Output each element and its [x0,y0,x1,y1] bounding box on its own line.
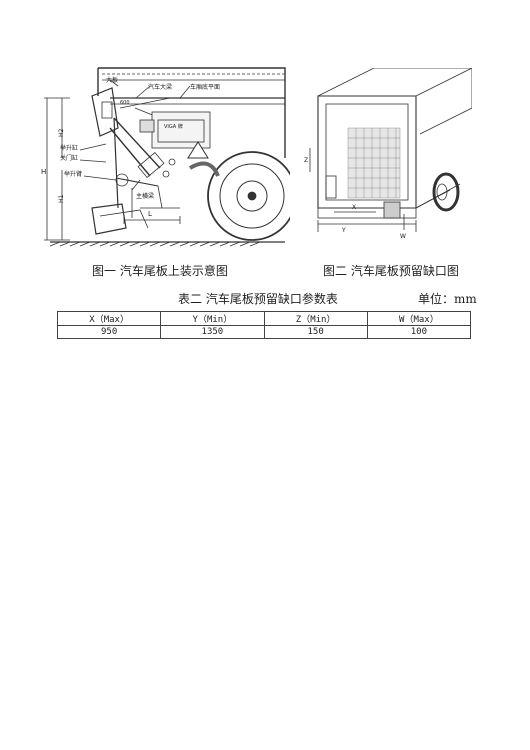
label-w: W [400,233,406,240]
header-w: W（Max） [366,311,472,326]
label-floor: 车厢底平面 [190,83,220,91]
cell-y: 1350 [160,325,265,339]
header-x: X（Max） [56,311,162,326]
label-lift-arm: 举升臂 [64,170,82,178]
table-unit: 单位：mm [418,292,477,306]
cell-x: 950 [56,325,162,339]
label-door-cylinder: 关门缸 [60,154,78,162]
label-y: Y [341,227,346,234]
label-h2: H2 [58,128,65,137]
label-top-plate: 大板 [106,76,118,84]
table-header-row: X（Max） Y（Min） Z（Min） W（Max） [56,311,472,326]
label-x: X [352,204,356,211]
table-row: 950 1350 150 100 [56,325,472,339]
header-z: Z（Min） [263,311,368,326]
label-l: L [148,210,152,218]
label-h1: H1 [58,194,65,203]
figure1-caption: 图一 汽车尾板上装示意图 [92,264,228,278]
tail-lift-installation-diagram: 大板 汽车大梁 车厢底平面 600 VIGA 牌 举升缸 关门缸 举升臂 主横梁… [41,67,290,247]
reserved-notch-diagram: Y X Z W [304,68,472,240]
label-main-beam: 主横梁 [136,192,154,200]
label-z: Z [304,157,308,164]
header-y: Y（Min） [160,311,265,326]
label-lift-cylinder: 举升缸 [60,144,78,152]
table-title: 表二 汽车尾板预留缺口参数表 [178,292,338,306]
cell-w: 100 [366,325,472,339]
label-beam: 汽车大梁 [148,83,172,91]
notch-parameter-table: X（Max） Y（Min） Z（Min） W（Max） 950 1350 150… [56,311,472,339]
label-600: 600 [120,100,130,106]
figure2-caption: 图二 汽车尾板预留缺口图 [323,264,459,278]
label-box-brand: VIGA 牌 [164,123,183,130]
cell-z: 150 [263,325,368,339]
label-h: H [41,168,46,176]
